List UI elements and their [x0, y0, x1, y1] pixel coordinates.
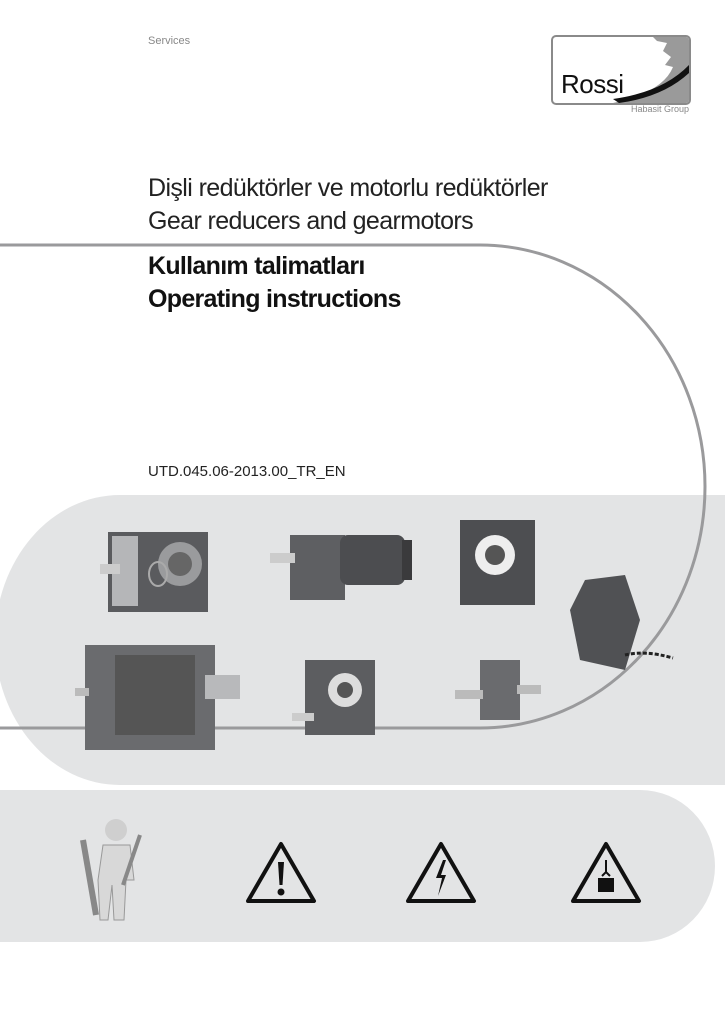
general-warning-icon — [246, 842, 316, 903]
document-code: UTD.045.06-2013.00_TR_EN — [148, 463, 346, 480]
worm-reducer-image — [460, 520, 535, 605]
title-en: Gear reducers and gearmotors — [148, 207, 474, 235]
gearmotor-image — [270, 535, 412, 600]
suspended-load-icon — [571, 842, 641, 903]
safety-band — [0, 790, 715, 942]
logo-name: Rossi — [561, 69, 624, 99]
electrical-hazard-icon — [406, 842, 476, 903]
gear-logo-icon — [613, 37, 689, 103]
title-tr: Dişli redüktörler ve motorlu redüktörler — [148, 174, 548, 202]
bevel-helical-reducer-image — [292, 660, 375, 735]
section-label: Services — [148, 35, 191, 47]
subtitle-en: Operating instructions — [148, 285, 401, 313]
decorative-curve — [0, 243, 707, 730]
large-industrial-reducer-image — [75, 645, 240, 750]
rossi-logo: Rossi Habasit Group — [551, 35, 691, 117]
planetary-drive-image — [570, 575, 674, 670]
maintenance-figure-icon — [80, 819, 142, 921]
right-angle-reducer-image — [455, 660, 541, 720]
logo-group: Habasit Group — [630, 104, 689, 114]
parallel-shaft-reducer-image — [100, 532, 208, 612]
subtitle-tr: Kullanım talimatları — [148, 252, 365, 280]
